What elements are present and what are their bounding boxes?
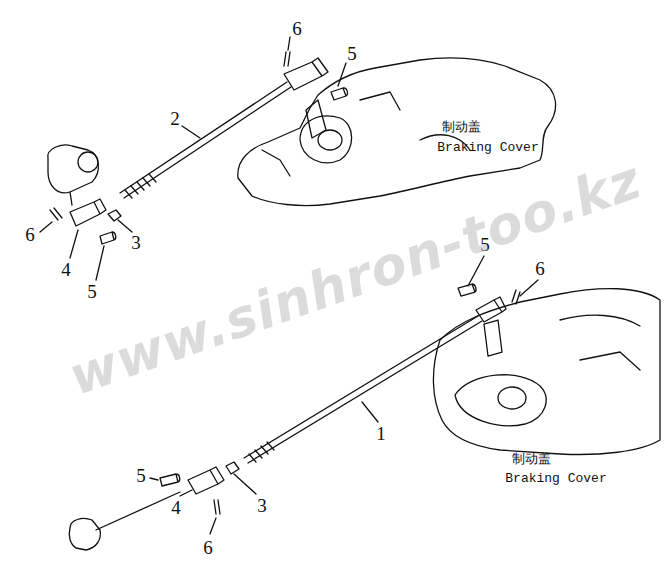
cover-boss [300, 116, 352, 163]
braking-cover-outline [433, 289, 660, 455]
callout-number: 6 [203, 538, 213, 557]
cotter-pin [512, 290, 520, 304]
bracket-hole [78, 152, 98, 172]
callout-number: 3 [131, 233, 141, 252]
clevis [284, 58, 328, 90]
bracket-arm [70, 192, 72, 205]
part-name: 制动盖 [442, 120, 481, 133]
leader-line [40, 37, 346, 280]
thread [249, 442, 274, 462]
cover-boss [455, 375, 546, 426]
cover-lever [306, 100, 326, 138]
cotter-pin [214, 500, 220, 514]
callout-number: 2 [170, 109, 180, 128]
rod [244, 316, 482, 463]
pin [100, 232, 116, 244]
thread [125, 174, 156, 198]
cover-lever [484, 320, 502, 356]
callout-number: 5 [347, 44, 357, 63]
callout-number: 4 [171, 498, 181, 517]
callout-number: 6 [535, 259, 545, 278]
callout-number: 5 [87, 282, 97, 301]
braking-cover-outline [238, 58, 556, 206]
part-name: Braking Cover [505, 472, 606, 485]
nut [226, 462, 239, 474]
clevis [476, 297, 506, 322]
pin [160, 474, 180, 486]
bracket [48, 145, 99, 193]
cover-detail [262, 92, 470, 176]
watermark: www.sinhron-too.kz [62, 153, 647, 403]
clevis [188, 467, 224, 494]
cover-detail [560, 315, 640, 370]
callout-number: 3 [257, 496, 267, 515]
bracket-arm [96, 492, 180, 530]
callout-number: 1 [376, 424, 386, 443]
part-name: Braking Cover [437, 141, 538, 154]
cotter-pin [284, 52, 290, 66]
rod [120, 82, 291, 198]
bracket [69, 518, 100, 550]
callout-number: 5 [136, 466, 146, 485]
pin [331, 88, 347, 100]
nut [108, 210, 121, 221]
callout-number: 6 [25, 225, 35, 244]
callout-number: 4 [61, 260, 71, 279]
pin [458, 284, 476, 296]
cotter-pin [50, 208, 62, 220]
callout-number: 6 [292, 19, 302, 38]
cover-hole [498, 387, 526, 409]
part-name: 制动盖 [512, 452, 551, 465]
clevis [70, 199, 106, 226]
